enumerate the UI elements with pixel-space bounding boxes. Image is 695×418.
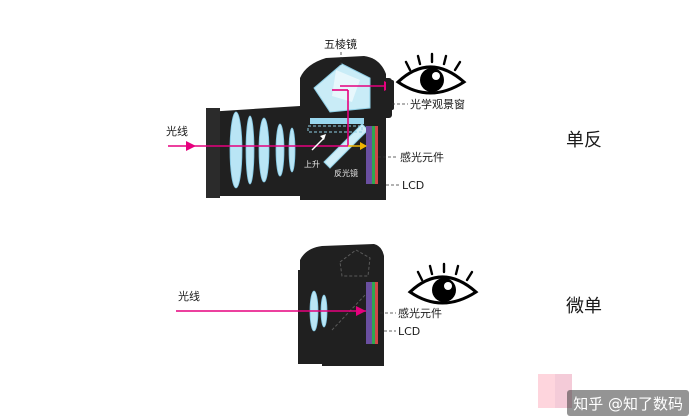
label-mirror: 反光镜: [334, 168, 358, 178]
slr-lens-elements: [229, 111, 296, 189]
label-sensor-top: 感光元件: [400, 150, 444, 164]
slr-eye-icon: [395, 52, 467, 95]
slr-sensor: [366, 126, 372, 184]
label-lcd-bottom: LCD: [398, 325, 420, 338]
slr-focusing-screen: [310, 118, 364, 124]
mirrorless-camera-body: [300, 244, 384, 366]
slr-eyepiece: [386, 80, 394, 110]
mirrorless-sensor: [366, 282, 372, 344]
slr-lens-front-ring: [206, 108, 220, 198]
title-slr: 单反: [566, 130, 602, 151]
mirrorless-eye-icon: [407, 262, 479, 305]
mirrorless-diagram: 光线 感光元件 LCD 微单: [176, 244, 602, 366]
title-mirrorless: 微单: [566, 296, 602, 317]
label-viewfinder: 光学观景窗: [410, 97, 465, 111]
watermark: 知乎 @知了数码: [567, 390, 689, 416]
label-pentaprism: 五棱镜: [324, 37, 357, 51]
slr-ray-arrow: [186, 141, 196, 151]
label-light-bottom: 光线: [178, 289, 200, 303]
label-lcd-top: LCD: [402, 179, 424, 192]
label-rise: 上升: [304, 160, 320, 169]
label-sensor-bottom: 感光元件: [398, 306, 442, 320]
slr-diagram: 五棱镜 光学观景窗 光线 感光元件 LCD 反光镜 上升 单反: [166, 37, 602, 200]
label-light-top: 光线: [166, 124, 188, 138]
mosaic-blur: [538, 374, 572, 408]
